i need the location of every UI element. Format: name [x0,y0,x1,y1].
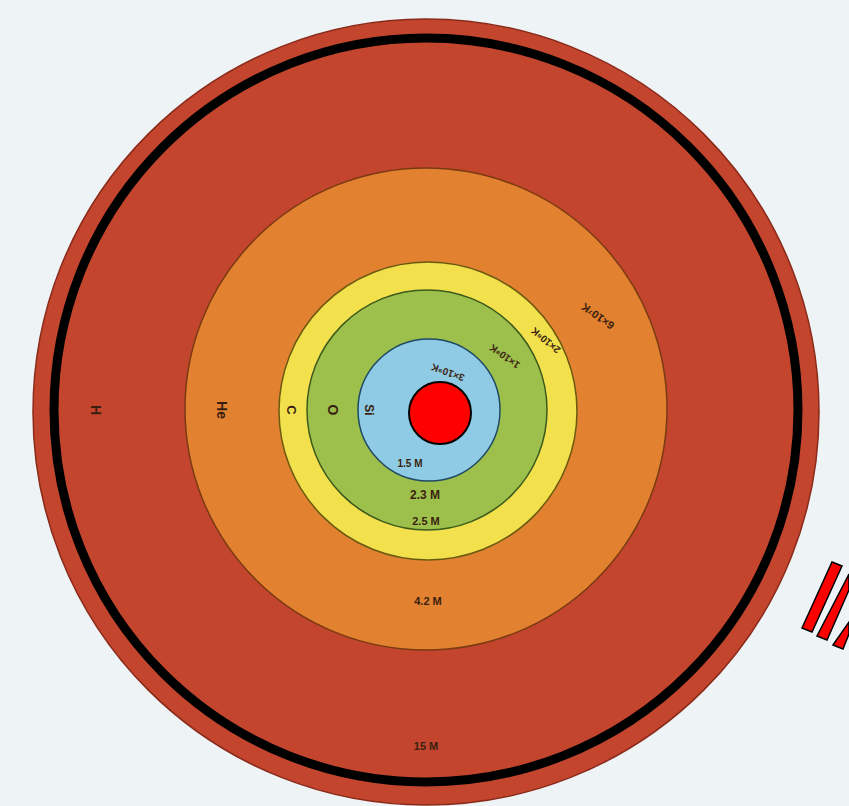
element-label: C [285,405,298,414]
element-label: He [215,401,229,419]
layer-circle: C2.5 M2×10⁸KO2.3 M1×10⁹KSi1.5 M3×10⁹K [278,261,578,561]
element-label: H [89,405,103,415]
element-label: Si [363,404,375,415]
mass-label: 4.2 M [414,596,442,607]
mass-label: 1.5 M [397,459,422,469]
mass-label: 2.3 M [410,489,440,501]
layer-circle: H15 MHe4.2 M6×10⁷KC2.5 M2×10⁸KO2.3 M1×10… [32,18,820,806]
layer-circle: O2.3 M1×10⁹KSi1.5 M3×10⁹K [306,289,548,531]
layer-outline [357,338,501,482]
layer-circle: Si1.5 M3×10⁹K [357,338,501,482]
mass-label: 15 M [414,741,438,752]
red-stripes [802,562,849,649]
layer-circle: He4.2 M6×10⁷KC2.5 M2×10⁸KO2.3 M1×10⁹KSi1… [184,167,668,651]
element-label: O [326,405,340,416]
black-ring [54,38,798,782]
iron-core [409,382,471,444]
mass-label: 2.5 M [412,516,440,527]
